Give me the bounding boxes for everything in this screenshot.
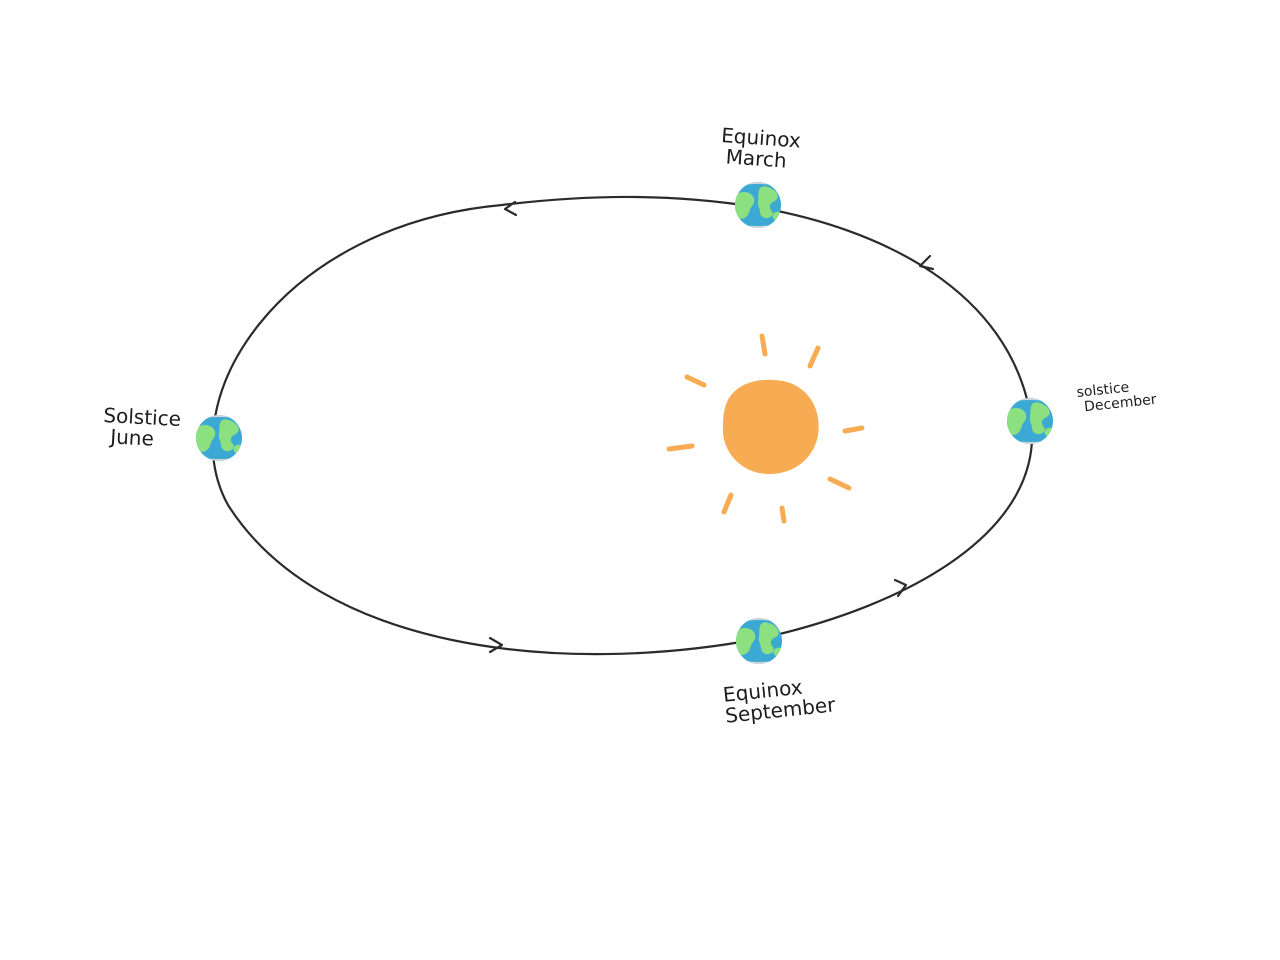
earth-icon-march bbox=[735, 182, 781, 228]
label-equinox-march: Equinox March bbox=[719, 123, 801, 173]
sun-ray bbox=[827, 476, 852, 491]
sun-ray bbox=[721, 492, 734, 515]
sun-icon bbox=[666, 333, 865, 524]
orbit-arrow-bottom bbox=[488, 636, 504, 654]
sun-ray bbox=[842, 425, 865, 434]
sun-ray bbox=[759, 333, 768, 357]
earth-icon-september bbox=[736, 618, 782, 664]
label-solstice-june: Solstice June bbox=[102, 403, 182, 451]
orbit-arrow-top bbox=[503, 200, 518, 217]
sun-ray bbox=[666, 443, 695, 452]
earth-icon-december bbox=[1007, 398, 1053, 444]
sun-ray bbox=[807, 345, 821, 369]
sun-ray bbox=[684, 374, 707, 388]
orbit-arrow-right bbox=[918, 254, 935, 271]
orbit-path bbox=[211, 195, 1034, 656]
orbit-arrow-bottom-right bbox=[893, 578, 908, 598]
earth-icon-june bbox=[196, 415, 242, 461]
sun-body bbox=[722, 379, 819, 475]
sun-ray bbox=[779, 505, 787, 524]
